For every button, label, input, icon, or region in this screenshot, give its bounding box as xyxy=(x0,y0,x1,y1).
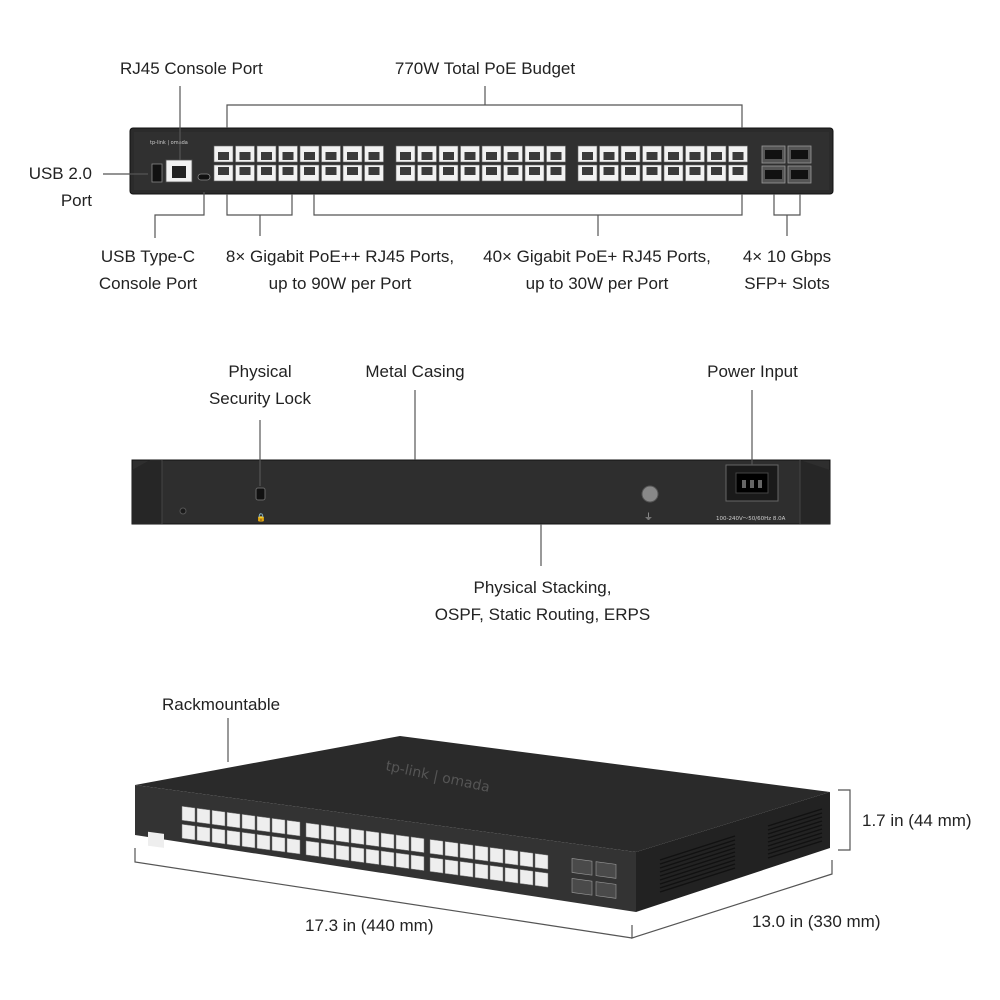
iso-rj45-port xyxy=(444,859,459,876)
switch-3d-view: tp-link | omada xyxy=(135,736,830,912)
iso-rj45-port xyxy=(241,832,256,849)
iso-rj45-port xyxy=(429,839,444,856)
iso-rj45-port xyxy=(519,869,534,886)
iso-rj45-port xyxy=(395,852,410,869)
side-vents xyxy=(659,808,823,893)
ground-screw xyxy=(641,485,659,503)
iso-rj45-port xyxy=(489,865,504,882)
iso-rj45-port xyxy=(380,832,395,849)
label-width: 17.3 in (440 mm) xyxy=(305,916,434,935)
iso-rj45-port xyxy=(534,871,549,888)
iso-rj45-port xyxy=(459,861,474,878)
iso-rj45-port xyxy=(181,824,196,841)
iso-sfp-slot xyxy=(595,881,617,899)
iso-rj45-port xyxy=(504,867,519,884)
usb20-port xyxy=(151,163,163,183)
iso-rj45-port xyxy=(444,841,459,858)
iso-rj45-port xyxy=(271,818,286,835)
label-poe-budget: 770W Total PoE Budget xyxy=(394,59,576,78)
label-power-input: Power Input xyxy=(707,362,798,381)
iso-rj45-port xyxy=(256,834,271,851)
iso-sfp-slots xyxy=(571,858,617,899)
front-logo: tp-link | omada xyxy=(150,140,188,146)
iso-rj45-port xyxy=(196,826,211,843)
rear-callouts xyxy=(259,390,753,566)
label-depth: 13.0 in (330 mm) xyxy=(752,912,881,931)
iso-rj45-port xyxy=(489,847,504,864)
front-callouts xyxy=(103,86,801,238)
iso-rj45-port xyxy=(380,850,395,867)
iso-rj45-port xyxy=(504,849,519,866)
iso-rj45-port xyxy=(181,806,196,823)
iso-console xyxy=(148,831,164,848)
iso-rj45-port xyxy=(286,820,301,837)
security-lock-slot xyxy=(255,487,266,501)
iso-rj45-port xyxy=(410,854,425,871)
iso-rj45-port xyxy=(226,812,241,829)
iso-sfp-slot xyxy=(571,858,593,876)
front-rj45-ports xyxy=(213,145,748,182)
label-stacking: Physical Stacking,OSPF, Static Routing, … xyxy=(434,578,651,624)
iso-rj45-port xyxy=(534,853,549,870)
usbc-port xyxy=(197,173,211,181)
iso-rj45-port xyxy=(365,830,380,847)
iso-rj45-port xyxy=(395,834,410,851)
iso-rj45-port xyxy=(459,843,474,860)
iso-rj45-port xyxy=(474,845,489,862)
iso-rj45-port xyxy=(211,810,226,827)
dimension-lines xyxy=(134,718,851,939)
front-panel: tp-link | omada xyxy=(129,127,834,195)
iso-rj45-port xyxy=(350,846,365,863)
iso-rj45-port xyxy=(286,838,301,855)
svg-text:🔒: 🔒 xyxy=(256,513,266,522)
label-poepp-ports: 8× Gigabit PoE++ RJ45 Ports,up to 90W pe… xyxy=(225,247,455,293)
power-rating: 100-240V～50/60Hz 8.0A xyxy=(716,516,786,522)
iso-rj45-ports xyxy=(181,806,549,888)
iso-sfp-slot xyxy=(595,861,617,879)
svg-text:⏚: ⏚ xyxy=(644,512,653,523)
label-rj45-console: RJ45 Console Port xyxy=(120,59,263,78)
iso-rj45-port xyxy=(320,842,335,859)
iso-rj45-port xyxy=(271,836,286,853)
iso-rj45-port xyxy=(211,828,226,845)
iso-rj45-port xyxy=(196,808,211,825)
iso-rj45-port xyxy=(519,851,534,868)
iso-rj45-port xyxy=(305,840,320,857)
label-poep-ports: 40× Gigabit PoE+ RJ45 Ports,up to 30W pe… xyxy=(483,247,711,293)
iso-rj45-port xyxy=(335,826,350,843)
rear-panel: 🔒 ⏚ 100-240V～50/60Hz 8.0A xyxy=(131,459,831,525)
iso-rj45-port xyxy=(335,844,350,861)
iso-rj45-port xyxy=(320,824,335,841)
iso-rj45-port xyxy=(226,830,241,847)
iso-rj45-port xyxy=(241,814,256,831)
iso-rj45-port xyxy=(305,822,320,839)
iso-sfp-slot xyxy=(571,878,593,896)
iso-rj45-port xyxy=(350,828,365,845)
front-sfp-slots xyxy=(761,145,812,184)
iso-rj45-port xyxy=(256,816,271,833)
iso-rj45-port xyxy=(410,836,425,853)
iso-rj45-port xyxy=(474,863,489,880)
label-rackmountable: Rackmountable xyxy=(162,695,281,714)
iso-rj45-port xyxy=(365,848,380,865)
label-metal-casing: Metal Casing xyxy=(365,362,465,381)
label-height: 1.7 in (44 mm) xyxy=(862,811,972,830)
iso-rj45-port xyxy=(429,857,444,874)
